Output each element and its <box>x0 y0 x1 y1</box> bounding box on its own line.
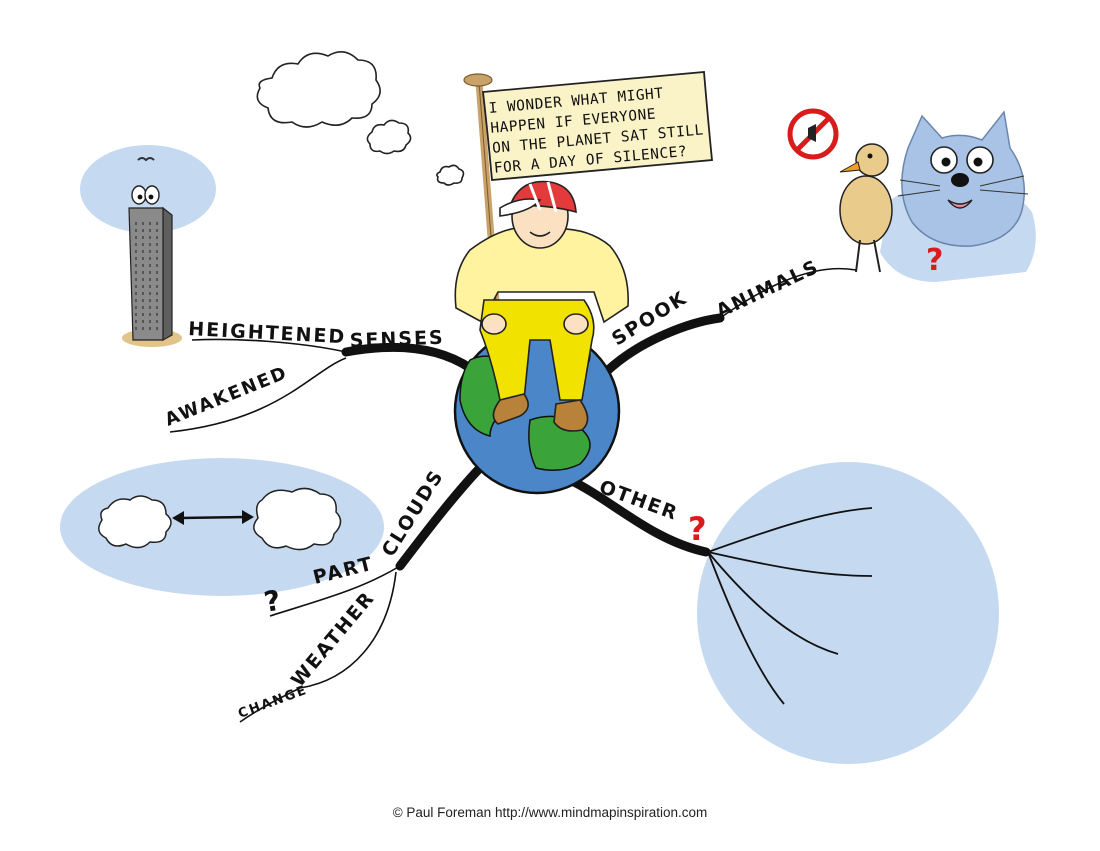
swap-arrow-left-head <box>172 511 184 525</box>
man-smile <box>529 231 551 237</box>
label-weather: WEATHER <box>287 587 379 691</box>
cat-nose <box>951 173 969 187</box>
branch-line-awakened <box>169 357 347 433</box>
man-hand-right <box>563 313 589 335</box>
animals-illustration: ? <box>787 108 1036 282</box>
cat-mouth <box>947 199 973 209</box>
copyright-footer: © Paul Foreman http://www.mindmapinspira… <box>392 805 708 820</box>
building-side <box>162 206 173 342</box>
cloud-right <box>253 487 342 551</box>
branch-root-animals <box>601 313 725 377</box>
other-illustration <box>697 462 999 764</box>
branch-root-other <box>561 473 711 557</box>
bird-beak <box>839 161 861 173</box>
man-hand-left <box>481 313 507 335</box>
branch-root-senses <box>341 342 475 373</box>
swap-arrow-right-head <box>242 510 254 524</box>
label-animals: ANIMALS <box>713 256 823 323</box>
cat-question-mark: ? <box>926 243 943 278</box>
thought-cloud-small <box>436 164 465 186</box>
other-empty-branches <box>707 507 873 705</box>
bird-body <box>839 175 893 245</box>
label-change: CHANGE <box>236 683 310 722</box>
man-figure <box>454 180 629 432</box>
man-cap-visor <box>499 198 542 217</box>
central-image: I WONDER WHAT MIGHT HAPPEN IF EVERYONE O… <box>453 71 713 495</box>
branch-line-change <box>239 687 301 723</box>
bird-illustration <box>839 143 893 273</box>
bird-head <box>855 143 889 177</box>
thought-cloud-large <box>256 51 381 128</box>
cloud-swap-illustration <box>60 458 384 596</box>
swap-arrow-line <box>179 515 247 520</box>
branch-line-heightened <box>191 338 347 353</box>
building-illustration <box>80 145 216 347</box>
branch-root-clouds <box>395 465 483 571</box>
other-bubble <box>697 462 999 764</box>
thought-cloud-medium <box>366 119 412 155</box>
label-senses: SENSES <box>349 327 445 352</box>
flag-pole-top <box>463 73 493 87</box>
branch-lines <box>169 267 857 723</box>
no-sound-sign-icon <box>787 108 839 160</box>
branch-line-part-clouds <box>269 565 401 617</box>
flag-banner <box>482 71 713 181</box>
building-front <box>128 207 164 341</box>
branch-line-animals <box>719 267 857 319</box>
label-other-question-mark: ? <box>688 510 707 548</box>
label-part-question-mark: ? <box>261 584 283 619</box>
branch-line-weather <box>299 571 397 689</box>
bird-icon <box>137 157 155 162</box>
cloud-left <box>98 495 172 549</box>
cat-whiskers <box>897 175 1029 197</box>
label-heightened: HEIGHTENED <box>188 318 347 348</box>
man-shoe-right <box>553 399 589 432</box>
man-shoe-left <box>492 393 529 425</box>
thought-clouds <box>256 51 465 186</box>
